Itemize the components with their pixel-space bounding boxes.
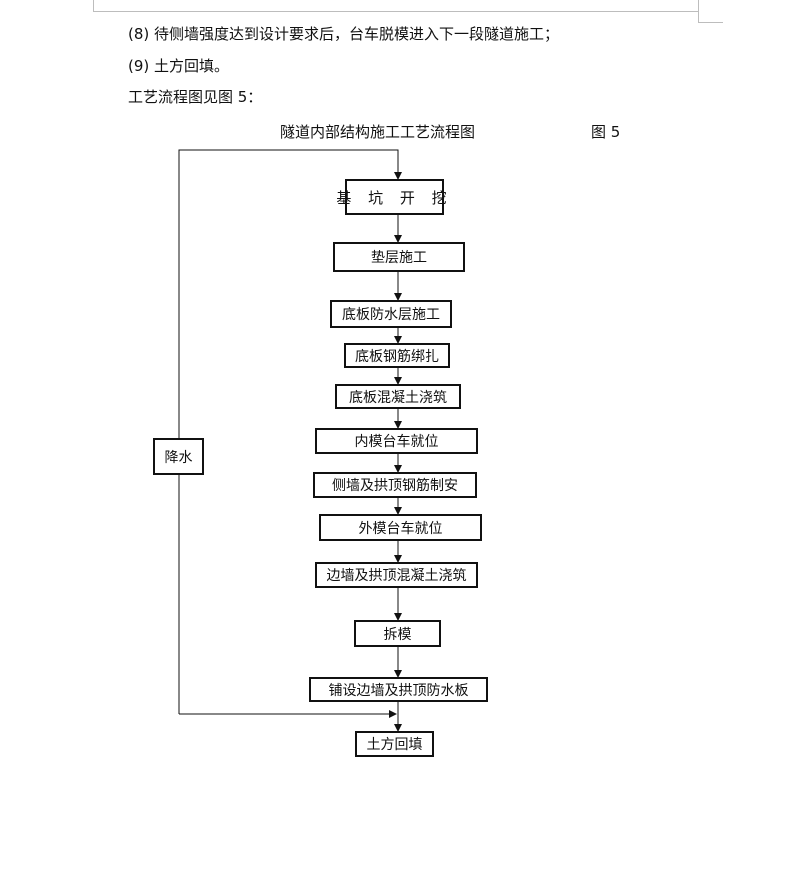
step-cushion-layer: 垫层施工 — [333, 242, 465, 272]
figure-number: 图 5 — [591, 123, 621, 141]
figure-reference-text: 工艺流程图见图 5： — [128, 88, 263, 106]
step-backfill: 土方回填 — [355, 731, 434, 757]
step-outer-formwork: 外模台车就位 — [319, 514, 482, 541]
page-top-rule — [93, 11, 698, 12]
step-remove-formwork: 拆模 — [354, 620, 441, 647]
step-inner-formwork: 内模台车就位 — [315, 428, 478, 454]
step-floor-concrete: 底板混凝土浇筑 — [335, 384, 461, 409]
page-corner-top-right — [698, 0, 723, 23]
step-wall-concrete: 边墙及拱顶混凝土浇筑 — [315, 562, 478, 588]
step-floor-waterproofing: 底板防水层施工 — [330, 300, 452, 328]
step-floor-rebar: 底板钢筋绑扎 — [344, 343, 450, 368]
step-waterproof-board: 铺设边墙及拱顶防水板 — [309, 677, 488, 702]
step-9-text: (9) 土方回填。 — [128, 57, 230, 75]
dewatering-loop-top — [178, 149, 402, 714]
step-excavation: 基 坑 开 挖 — [336, 179, 447, 215]
dewatering-box: 降水 — [153, 438, 204, 475]
figure-title: 隧道内部结构施工工艺流程图 — [280, 123, 476, 141]
step-wall-rebar: 侧墙及拱顶钢筋制安 — [313, 472, 477, 498]
page-corner-top-left — [93, 0, 94, 12]
step-8-text: (8) 待侧墙强度达到设计要求后，台车脱模进入下一段隧道施工； — [128, 25, 560, 43]
